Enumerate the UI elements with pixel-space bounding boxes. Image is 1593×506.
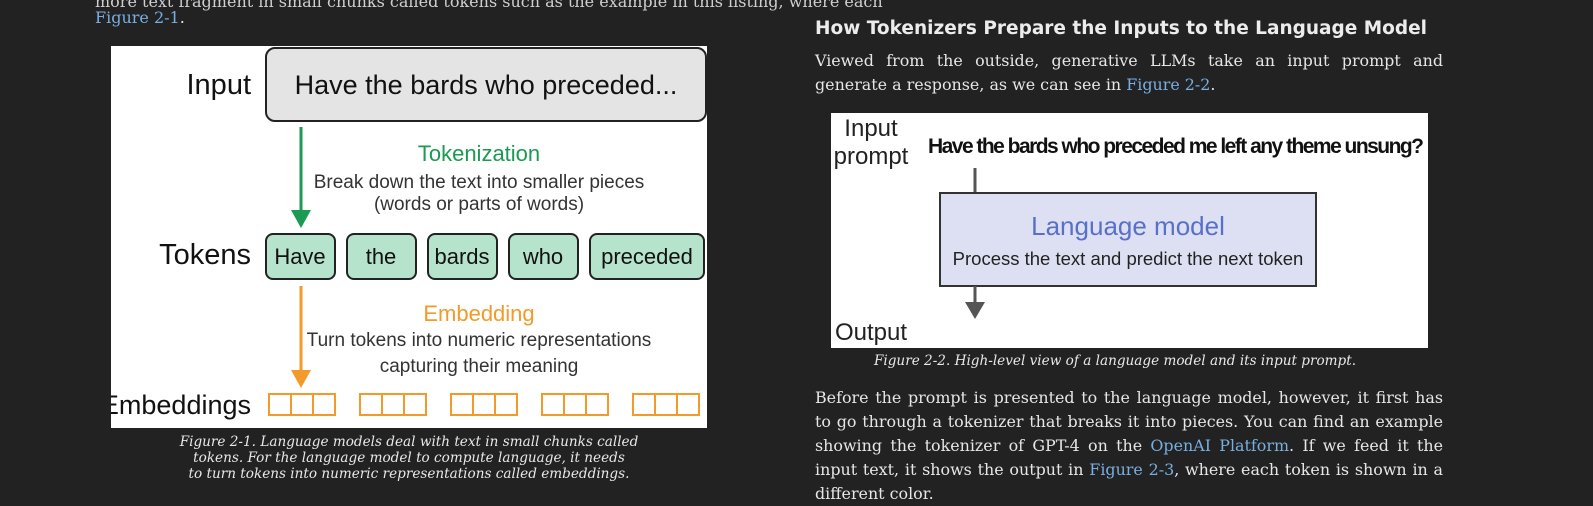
embedding-desc-1: Turn tokens into numeric representations — [307, 330, 652, 351]
input-label: Input — [187, 69, 252, 101]
embedding-vector — [632, 393, 700, 416]
token-text: bards — [434, 244, 489, 269]
paragraph-end: . — [1210, 75, 1216, 94]
token-text: preceded — [601, 244, 693, 269]
figure-2-2: Input prompt Have the bards who preceded… — [831, 113, 1428, 348]
paragraph-text: Viewed from the outside, generative LLMs… — [815, 51, 1443, 94]
output-label: Output — [835, 319, 907, 346]
tokenization-diagram: Input Have the bards who preceded... Tok… — [111, 47, 707, 420]
token-box — [265, 233, 336, 280]
input-label-line-1: Input — [844, 115, 898, 142]
paragraph-text: Before the prompt is presented to the la… — [815, 388, 1443, 455]
embedding-vector — [541, 393, 609, 416]
caption-line: to turn tokens into numeric representati… — [188, 466, 630, 482]
model-title: Language model — [1031, 211, 1225, 241]
model-desc: Process the text and predict the next to… — [953, 248, 1304, 269]
caption-line: tokens. For the language model to comput… — [193, 450, 625, 466]
token-box — [346, 233, 417, 280]
top-line: more text fragment in small chunks calle… — [95, 0, 883, 28]
figure-2-3-link[interactable]: Figure 2-3 — [1089, 460, 1175, 479]
language-model-diagram: Input prompt Have the bards who preceded… — [834, 115, 1424, 346]
paragraph-text: , where each token is shown in a differe… — [815, 460, 1444, 503]
token-text: Have — [274, 244, 325, 269]
token-box — [508, 233, 579, 280]
caption-line: Figure 2-1. Language models deal with te… — [179, 434, 639, 450]
paragraph-text: . If we feed it the input text, it shows… — [815, 436, 1444, 479]
embedding-vector — [359, 393, 427, 416]
output-arrowhead — [965, 302, 985, 319]
token-text: the — [366, 244, 397, 269]
prompt-text: Have the bards who preceded me left any … — [928, 135, 1424, 158]
embedding-arrowhead — [291, 370, 311, 388]
figure-2-1: Input Have the bards who preceded... Tok… — [111, 46, 707, 428]
embedding-title: Embedding — [423, 301, 534, 326]
figure-2-2-caption: Figure 2-2. High-level view of a languag… — [873, 353, 1357, 369]
language-model-box — [939, 192, 1317, 287]
embedding-cells — [268, 393, 700, 416]
input-box — [265, 47, 707, 122]
openai-platform-link[interactable]: OpenAI Platform — [1150, 436, 1290, 455]
paragraph-tokenizer: Before the prompt is presented to the la… — [815, 386, 1443, 506]
tokenization-desc-1: Break down the text into smaller pieces — [314, 172, 645, 193]
left-page: more text fragment in small chunks calle… — [0, 0, 883, 500]
token-list: Have the bards who preceded — [265, 233, 705, 280]
token-box — [427, 233, 498, 280]
token-box — [589, 233, 705, 280]
cut-off-text: more text fragment in small chunks calle… — [95, 0, 883, 11]
figure-2-1-link[interactable]: Figure 2-1 — [95, 8, 180, 27]
input-text: Have the bards who preceded... — [295, 70, 678, 100]
embedding-desc-2: capturing their meaning — [380, 356, 579, 377]
tokenization-arrowhead — [291, 210, 311, 228]
figure-2-1-caption: Figure 2-1. Language models deal with te… — [111, 434, 707, 482]
paragraph-intro: Viewed from the outside, generative LLMs… — [815, 49, 1443, 97]
input-label-line-2: prompt — [834, 143, 909, 170]
top-line-end: . — [179, 8, 185, 27]
token-text: who — [522, 244, 563, 269]
figure-2-2-link[interactable]: Figure 2-2 — [1126, 75, 1211, 94]
tokens-label: Tokens — [159, 239, 251, 271]
embedding-vector — [450, 393, 518, 416]
tokenization-desc-2: (words or parts of words) — [374, 194, 584, 215]
embedding-vector — [268, 393, 336, 416]
tokenization-title: Tokenization — [418, 141, 540, 166]
embeddings-label: Embeddings — [111, 390, 251, 420]
section-heading: How Tokenizers Prepare the Inputs to the… — [815, 18, 1427, 39]
